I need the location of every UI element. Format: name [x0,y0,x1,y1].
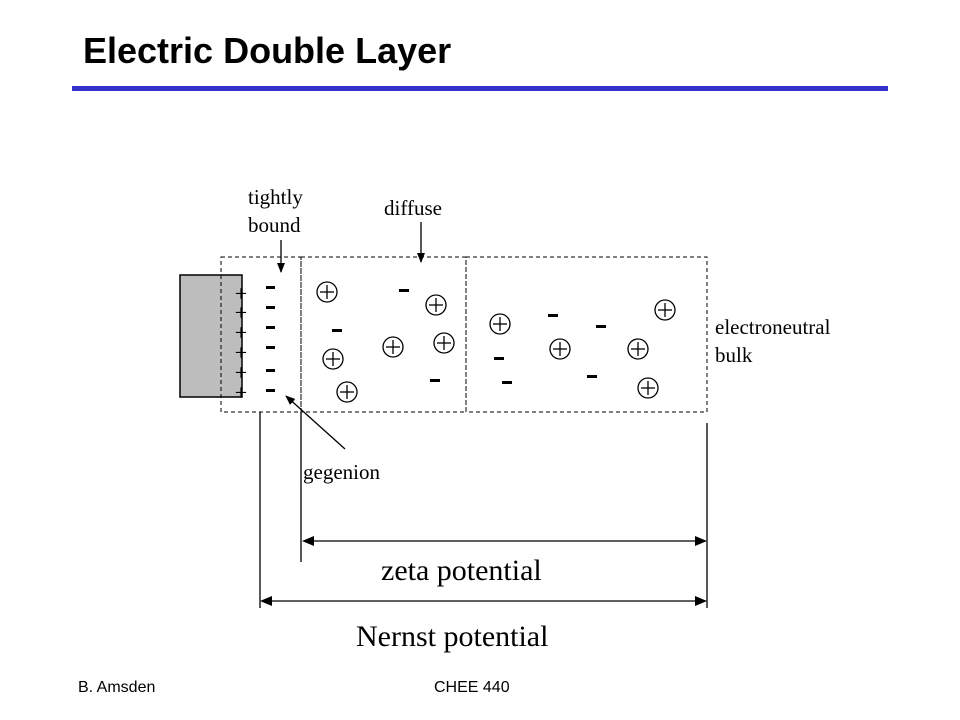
cations [316,281,676,403]
cation-3 [433,332,455,354]
anion-2 [332,329,342,332]
bound-minus-2 [266,306,275,309]
surface-plus-3: + [235,320,247,345]
tightly-bound-label-line2: bound [248,213,301,237]
surface-plus-2: + [235,300,247,325]
anion-7 [502,381,512,384]
electroneutral-label-line2: bulk [715,343,753,367]
electrode [179,274,243,398]
bound-minus-5 [266,369,275,372]
surface-plus-6: + [235,380,247,405]
electroneutral-bulk-label: electroneutral bulk [715,313,830,369]
anion-1 [399,289,409,292]
zeta-span-arrow [302,536,707,546]
footer-course: CHEE 440 [434,679,510,696]
diffuse-label: diffuse [384,196,442,220]
cation-9 [654,299,676,321]
bound-minus-4 [266,346,275,349]
bound-minus-1 [266,286,275,289]
cation-7 [489,313,511,335]
cation-6 [336,381,358,403]
gegenion-label: gegenion [303,460,380,484]
slide-title: Electric Double Layer [83,30,452,71]
anion-4 [548,314,558,317]
cation-10 [627,338,649,360]
nernst-potential-label: Nernst potential [356,620,549,653]
tightly-bound-label-line1: tightly [248,185,303,209]
bound-minus-6 [266,389,275,392]
anion-6 [494,357,504,360]
anion-5 [596,325,606,328]
diffuse-region [300,256,467,413]
bound-minus-3 [266,326,275,329]
anions [332,289,606,384]
cation-2 [425,294,447,316]
bound-counter-ions [266,286,275,392]
surface-plus-5: + [235,360,247,385]
surface-plus-4: + [235,340,247,365]
zeta-potential-label: zeta potential [381,554,542,587]
cation-8 [549,338,571,360]
cation-4 [382,336,404,358]
bulk-region [465,256,708,413]
footer-author: B. Amsden [78,679,156,696]
tightly-bound-label: tightly bound [248,183,303,239]
surface-plus-1: + [235,281,247,306]
nernst-span-arrow [260,596,707,606]
gegenion-arrow [285,395,346,450]
cation-5 [322,348,344,370]
surface-charges: + + + + + + [235,281,247,405]
title-underline [72,86,888,91]
cation-1 [316,281,338,303]
anion-3 [430,379,440,382]
cation-11 [637,377,659,399]
electroneutral-label-line1: electroneutral [715,315,831,339]
anion-8 [587,375,597,378]
